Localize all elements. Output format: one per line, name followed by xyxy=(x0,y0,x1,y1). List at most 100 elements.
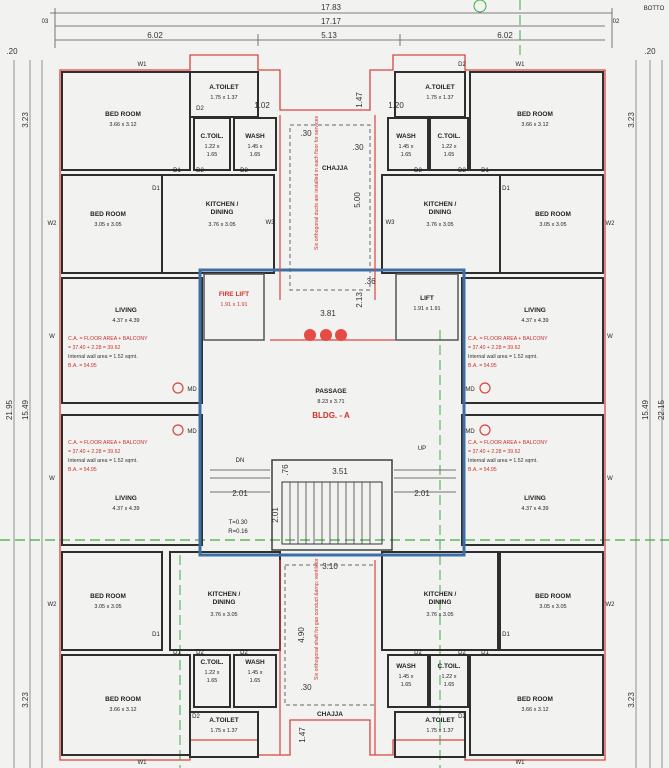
dim-landing-left: 2.01 xyxy=(232,489,248,498)
note-ca2-bl: = 37.40 + 2.28 = 39.62 xyxy=(68,449,120,455)
tag-w2-bl: W2 xyxy=(48,602,58,608)
tag-w3-tr: W3 xyxy=(386,220,396,226)
dim-living-br: 4.37 x 4.39 xyxy=(521,506,548,512)
tag-w2-br: W2 xyxy=(606,602,616,608)
note-wall-br: Internal wall area = 1.52 sqmt. xyxy=(468,458,538,464)
note-ca-bl: C.A. = FLOOR AREA + BALCONY xyxy=(68,440,148,446)
dim-fire-lift: 1.91 x 1.91 xyxy=(220,302,247,308)
dim-left-width: 6.02 xyxy=(147,31,163,40)
tag-d2b-tr: D2 xyxy=(458,168,466,174)
tag-d1-tl: D1 xyxy=(152,186,160,192)
dim-bed-br: 3.05 x 3.05 xyxy=(539,604,566,610)
tag-w-tr: W xyxy=(607,334,613,340)
dim-center-width: 5.13 xyxy=(321,31,337,40)
opening-tags: W1 W1 W1 W1 W2 W2 W2 W2 W3 W3 W W W W D1… xyxy=(48,62,616,766)
dim-left-height-bottom: 3.23 xyxy=(21,692,30,708)
dim-chajja-bottom: 1.47 xyxy=(298,727,307,743)
tag-w1-bl: W1 xyxy=(138,760,148,766)
dim-overall-outer: 17.83 xyxy=(321,3,342,12)
dim-lift: 1.91 x 1.91 xyxy=(413,306,440,312)
walls-bottom xyxy=(61,414,604,758)
note-wall-bl: Internal wall area = 1.52 sqmt. xyxy=(68,458,138,464)
dim-bed-bl: 3.05 x 3.05 xyxy=(94,604,121,610)
dim-wash-offset: 1.02 xyxy=(254,101,270,110)
note-duct-bottom: Six orthogonal shaft for gas conduct &am… xyxy=(314,558,320,680)
label-kitchen-bl: KITCHEN /DINING xyxy=(208,591,241,606)
dim-master-bed-br: 3.66 x 3.12 xyxy=(521,707,548,713)
dim-stair-top-offset: .76 xyxy=(281,464,290,476)
tag-w1-tl: W1 xyxy=(138,62,148,68)
right-marker: 02 xyxy=(613,19,620,25)
label-master-bed-bl: BED ROOM xyxy=(105,696,141,703)
dim-kitchen-bl: 3.76 x 3.05 xyxy=(210,612,237,618)
dim-living-tr: 4.37 x 4.39 xyxy=(521,318,548,324)
dim-top-small-left: .20 xyxy=(6,47,18,56)
dim-overall-inner: 17.17 xyxy=(321,17,342,26)
tag-d1-tr: D1 xyxy=(502,186,510,192)
label-a-toilet-tl: A.TOILET xyxy=(209,84,239,91)
side-dimension-lines xyxy=(13,60,663,768)
label-a-toilet-br: A.TOILET xyxy=(425,717,455,724)
dim-left-height-top: 3.23 xyxy=(21,112,30,128)
dim-bed-tr: 3.05 x 3.05 xyxy=(539,222,566,228)
tag-d2a-tr: D2 xyxy=(414,168,422,174)
note-ba-br: B.A. = 54.95 xyxy=(468,467,497,473)
note-ca-br: C.A. = FLOOR AREA + BALCONY xyxy=(468,440,548,446)
tag-md-bl: MD xyxy=(187,429,197,435)
label-chajja-bottom: CHAJJA xyxy=(317,711,343,718)
stair-tread: T=0.30 xyxy=(229,520,249,526)
tag-w-bl: W xyxy=(49,476,55,482)
dim-wash-offset-2: 1.20 xyxy=(388,101,404,110)
tag-d1c-bl: D1 xyxy=(173,650,181,656)
label-bed-bl: BED ROOM xyxy=(90,593,126,600)
label-master-bed-tl: BED ROOM xyxy=(105,111,141,118)
label-wash-tl: WASH xyxy=(245,133,265,140)
label-bed-tr: BED ROOM xyxy=(535,211,571,218)
core-red-marks xyxy=(172,115,491,755)
label-wash-bl: WASH xyxy=(245,659,265,666)
dim-right-height-top: 3.23 xyxy=(627,112,636,128)
dim-passage: 8.23 x 3.71 xyxy=(317,399,344,405)
dim-living-bl: 4.37 x 4.39 xyxy=(112,506,139,512)
top-dimension-lines xyxy=(50,8,613,48)
tag-d2c-tl: D2 xyxy=(196,106,204,112)
dim-stair-vertical: 2.01 xyxy=(271,507,280,523)
note-ca-tl: C.A. = FLOOR AREA + BALCONY xyxy=(68,336,148,342)
tag-d1-br: D1 xyxy=(502,632,510,638)
stair-riser: R=0.16 xyxy=(228,529,248,535)
tag-d1b-tr: D1 xyxy=(481,168,489,174)
dim-landing-right: 2.01 xyxy=(414,489,430,498)
stair-up: UP xyxy=(418,446,426,452)
dim-a-toilet-tl: 1.75 x 1.37 xyxy=(210,95,237,101)
label-fire-lift: FIRE LIFT xyxy=(219,291,249,298)
dim-kitchen-tl: 3.76 x 3.05 xyxy=(208,222,235,228)
label-wash-br: WASH xyxy=(396,663,416,670)
tag-d2a-br: D2 xyxy=(414,650,422,656)
note-wall-tl: Internal wall area = 1.52 sqmt. xyxy=(68,354,138,360)
tag-md-tl: MD xyxy=(187,387,197,393)
label-wash-tr: WASH xyxy=(396,133,416,140)
tag-w2-tl: W2 xyxy=(48,221,58,227)
tag-d1b-tl: D1 xyxy=(173,168,181,174)
label-a-toilet-tr: A.TOILET xyxy=(425,84,455,91)
note-ba-tr: B.A. = 54.95 xyxy=(468,363,497,369)
tag-d2c-tr: D2 xyxy=(458,62,466,68)
dim-inner-height-left: 15.49 xyxy=(21,399,30,420)
tag-w-tl: W xyxy=(49,334,55,340)
dim-bed-tl: 3.05 x 3.05 xyxy=(94,222,121,228)
tag-d2b-bl: D2 xyxy=(240,650,248,656)
dim-kitchen-tr: 3.76 x 3.05 xyxy=(426,222,453,228)
note-ba-tl: B.A. = 54.95 xyxy=(68,363,97,369)
dim-a-toilet-tr: 1.75 x 1.37 xyxy=(426,95,453,101)
tag-w-br: W xyxy=(607,476,613,482)
tag-d2c-br: D2 xyxy=(458,714,466,720)
dim-core-vertical: 2.13 xyxy=(355,292,364,308)
dim-duct-bottom: 4.90 xyxy=(297,627,306,643)
